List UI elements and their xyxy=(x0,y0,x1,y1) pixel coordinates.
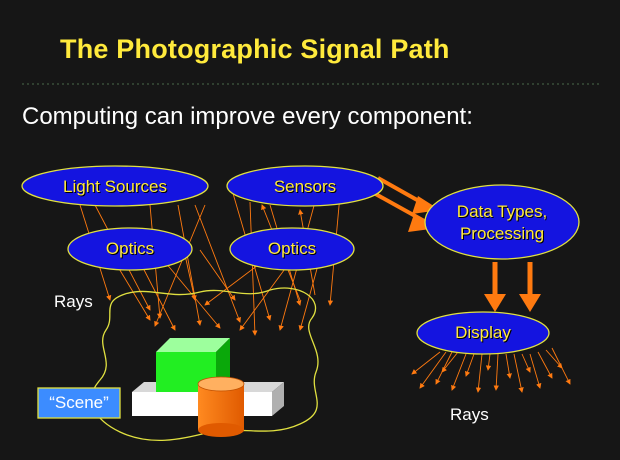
optics-left-label: Optics xyxy=(105,239,155,258)
light-sources-label: Light Sources xyxy=(63,177,167,196)
data-types-label: Data Types, Processing xyxy=(456,202,548,243)
slide-title: The Photographic Signal Path xyxy=(60,34,450,64)
data-to-display-arrows xyxy=(484,262,541,312)
top-rays xyxy=(79,189,341,336)
slide-subtitle: Computing can improve every component: xyxy=(22,103,473,130)
orange-cylinder-base xyxy=(198,423,244,437)
light-sources-ellipse xyxy=(21,165,209,207)
white-slab-side xyxy=(272,382,284,416)
display-rays xyxy=(411,347,571,393)
orange-cylinder xyxy=(198,384,244,430)
rays-bottom-label: Rays xyxy=(450,405,489,424)
optics-right-label: Optics xyxy=(267,239,317,258)
scene-label: “Scene” xyxy=(49,393,109,412)
scene-label-box xyxy=(37,387,121,419)
orange-cylinder-top xyxy=(197,376,245,392)
sensors-label: Sensors xyxy=(273,177,337,196)
optics-right-ellipse xyxy=(229,227,355,271)
display-ellipse xyxy=(416,311,550,355)
rays-top-label: Rays xyxy=(54,292,93,311)
data-types-ellipse xyxy=(424,184,580,260)
optics-left-ellipse xyxy=(67,227,193,271)
scene-outline xyxy=(90,287,319,442)
display-label: Display xyxy=(455,323,511,342)
sensors-ellipse xyxy=(226,165,384,207)
green-cube-top xyxy=(156,338,230,352)
